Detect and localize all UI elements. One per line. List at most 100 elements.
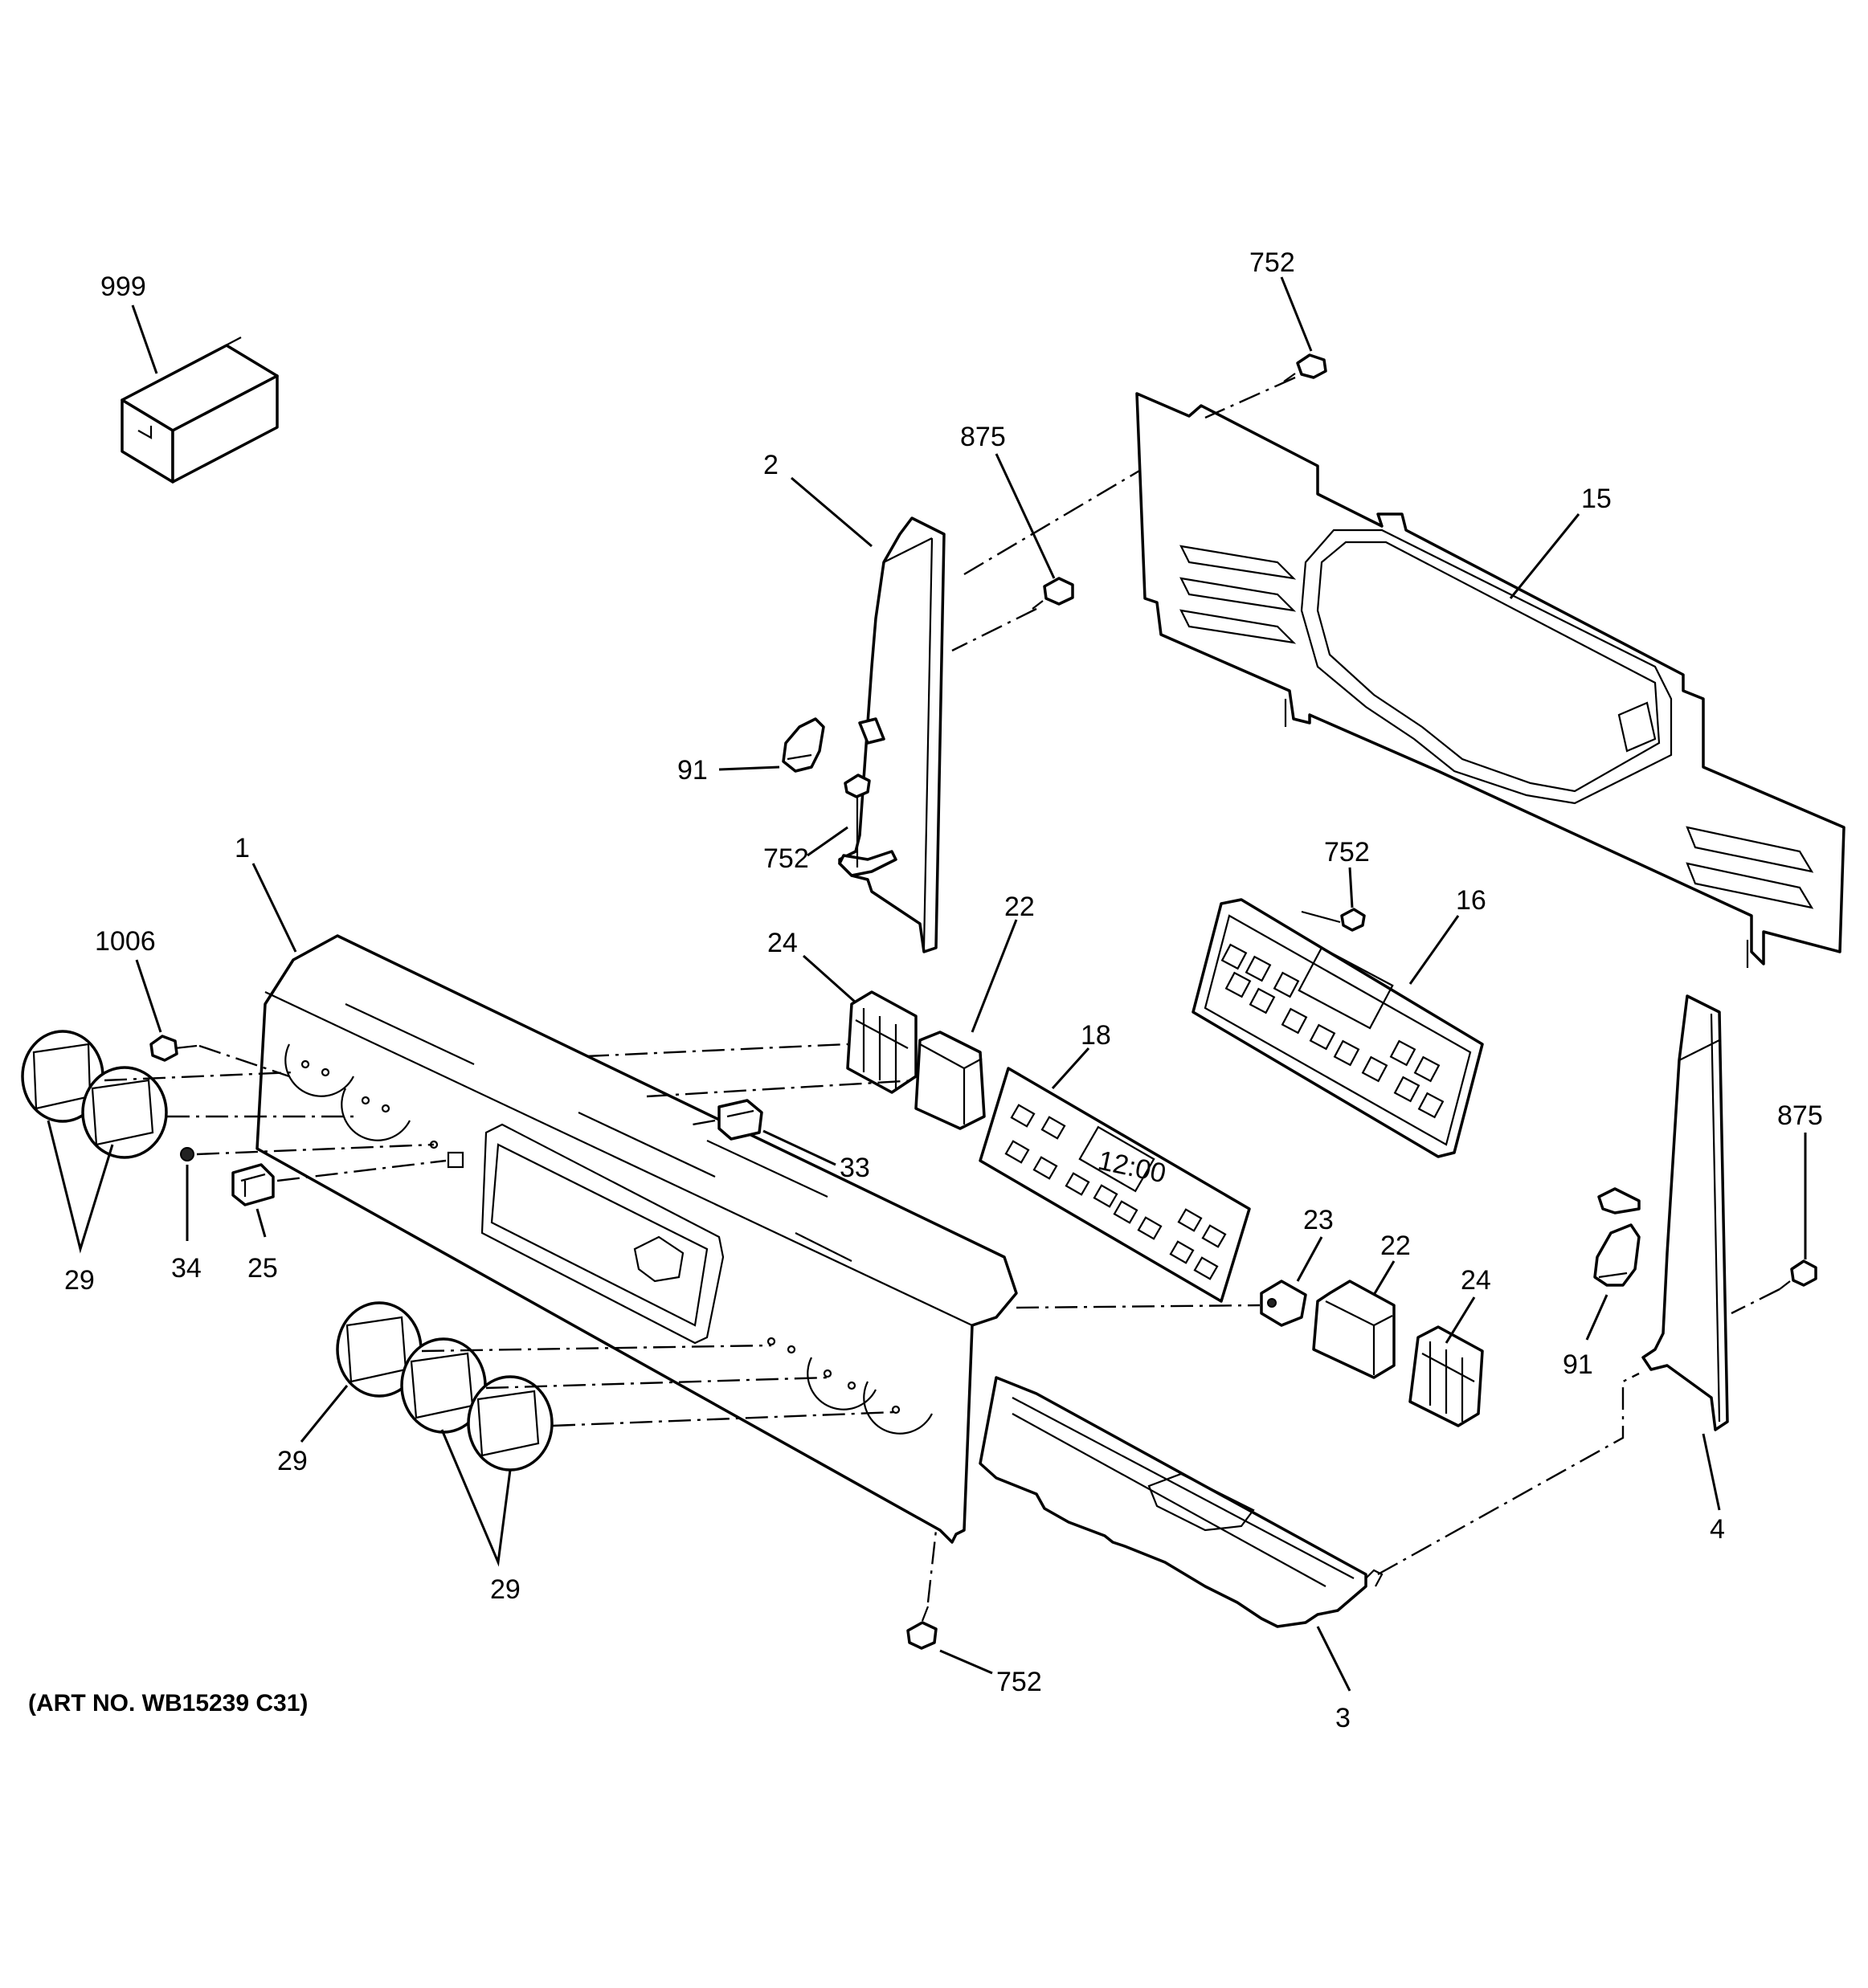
part-29-knob-left-b (81, 1066, 168, 1159)
leader-999 (131, 304, 158, 374)
part-22-switch-top (914, 1031, 986, 1130)
callout-752-bottom: 752 (996, 1667, 1042, 1697)
dash-1006 (198, 1044, 290, 1078)
callout-25: 25 (247, 1253, 278, 1284)
callout-1006: 1006 (95, 926, 156, 957)
leader-875-top (995, 453, 1056, 579)
callout-33: 33 (840, 1153, 870, 1183)
callout-24-top: 24 (767, 928, 798, 958)
part-875-screw-top (1032, 577, 1074, 610)
callout-2: 2 (763, 450, 779, 480)
dash-knob-bottom-a (421, 1344, 772, 1353)
part-91-clip-right (1593, 1223, 1641, 1287)
leader-29-left (47, 1120, 114, 1254)
dash-bracket-to-panel (963, 468, 1142, 576)
part-1006-screw (149, 1035, 198, 1062)
part-752-screw-bottom (906, 1606, 938, 1650)
part-1-control-panel (255, 934, 1018, 1544)
part-3-trim (979, 1376, 1384, 1628)
leader-16 (1408, 915, 1460, 985)
dash-knob-bottom-b (485, 1376, 828, 1390)
leader-24-bottom (1445, 1296, 1476, 1344)
dash-22-top (646, 1079, 917, 1098)
part-18-touchpad: 12:00 (979, 1067, 1251, 1303)
part-752-screw-bracket (844, 774, 871, 867)
callout-29-bottom: 29 (490, 1574, 521, 1605)
leader-29-mid (300, 1385, 349, 1443)
dash-24-top (586, 1043, 848, 1058)
part-2-left-end-bracket (838, 516, 946, 953)
callout-18: 18 (1081, 1020, 1111, 1051)
callout-22-bottom: 22 (1380, 1231, 1411, 1261)
leader-24-top (803, 954, 856, 1004)
callout-91-left: 91 (677, 755, 708, 786)
dash-33 (692, 1119, 716, 1126)
leader-3 (1316, 1626, 1351, 1692)
leader-15 (1509, 513, 1580, 599)
dash-knob-left-a (104, 1071, 294, 1082)
callout-15: 15 (1581, 484, 1612, 514)
callout-24-bottom: 24 (1461, 1265, 1491, 1296)
dash-875-top (951, 607, 1037, 652)
part-34-indicator-light (180, 1147, 194, 1161)
part-29-knob-bottom-a (336, 1301, 423, 1398)
part-33-switch (717, 1099, 763, 1141)
part-23-switch (1260, 1280, 1307, 1327)
callout-4: 4 (1710, 1514, 1725, 1545)
leader-4 (1702, 1433, 1721, 1511)
callout-875-top: 875 (960, 422, 1006, 452)
leader-23 (1296, 1236, 1323, 1282)
leader-752-bracket (807, 826, 848, 857)
art-number-caption: (ART NO. WB15239 C31) (28, 1690, 308, 1717)
callout-752-bracket: 752 (763, 843, 809, 874)
leader-91-right (1585, 1294, 1608, 1341)
callout-999: 999 (100, 271, 146, 302)
dash-875-right (1731, 1288, 1780, 1315)
part-752-screw-control (1301, 908, 1366, 932)
leader-1006 (135, 959, 162, 1033)
leader-25 (255, 1208, 267, 1238)
part-16-control-board (1192, 898, 1484, 1158)
dash-knob-bottom-c (552, 1410, 897, 1427)
leader-752-top (1280, 276, 1313, 352)
part-4-right-end-bracket (1597, 994, 1729, 1431)
callout-1: 1 (235, 833, 250, 863)
part-875-screw-right (1779, 1259, 1817, 1290)
callout-3: 3 (1335, 1703, 1351, 1733)
part-15-rear-panel (1135, 392, 1846, 968)
dash-trim-to-bracket (1377, 1372, 1640, 1576)
leader-33 (762, 1129, 836, 1166)
callout-23: 23 (1303, 1205, 1334, 1235)
callout-16: 16 (1456, 885, 1486, 916)
part-24-switch-bottom (1408, 1325, 1484, 1427)
dash-25 (276, 1159, 447, 1182)
leader-752-bottom (939, 1649, 993, 1675)
leader-1 (251, 863, 297, 953)
callout-91-right: 91 (1563, 1349, 1593, 1380)
callout-22-top: 22 (1004, 892, 1035, 922)
leader-22-bottom (1372, 1260, 1396, 1296)
part-25-switch (231, 1163, 275, 1206)
leader-22-top (971, 919, 1018, 1033)
leader-29-bottom (440, 1429, 512, 1567)
leader-752-control (1348, 867, 1354, 908)
part-24-switch-top (846, 990, 918, 1094)
leader-91-left (718, 765, 780, 771)
callout-752-top: 752 (1249, 247, 1295, 278)
leader-18 (1051, 1047, 1090, 1090)
dash-752-bottom (926, 1529, 938, 1603)
callout-752-control: 752 (1324, 837, 1370, 867)
callout-34: 34 (171, 1253, 202, 1284)
callout-29-mid: 29 (277, 1446, 308, 1476)
leader-2 (791, 476, 873, 548)
part-29-knob-bottom-c (467, 1375, 554, 1472)
dash-34 (196, 1143, 435, 1156)
callout-875-right: 875 (1777, 1100, 1823, 1131)
part-999-kit-box (121, 337, 279, 484)
part-22-switch-bottom (1312, 1280, 1396, 1379)
part-752-screw-top (1283, 353, 1327, 382)
dash-752-top (1204, 376, 1296, 419)
dash-23 (1016, 1304, 1261, 1309)
callout-29-left: 29 (64, 1265, 95, 1296)
